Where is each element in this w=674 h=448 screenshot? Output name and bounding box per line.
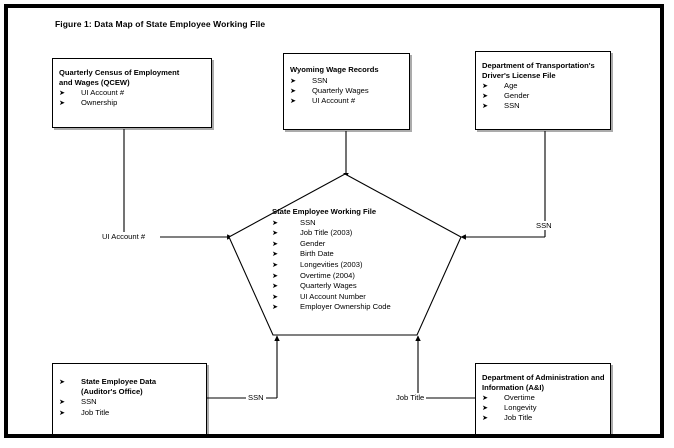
arrow-bullet-icon: ➤ <box>272 249 279 259</box>
arrow-bullet-icon: ➤ <box>482 81 489 90</box>
source-field-list-wyoming: ➤ SSN ➤ Quarterly Wages ➤ UI Account # <box>290 76 369 107</box>
field-label: SSN <box>300 217 316 227</box>
edge-label-qcew-to-center: UI Account # <box>100 232 148 241</box>
figure-frame <box>4 4 664 438</box>
field-label: Overtime <box>504 393 535 402</box>
central-node-content: State Employee Working File ➤ SSN ➤ Job Ti… <box>272 207 452 313</box>
source-title-wyoming: Wyoming Wage Records <box>290 65 379 74</box>
source-box-dot-drivers-license: Department of Transportation's Driver's … <box>475 51 611 130</box>
arrow-bullet-icon: ➤ <box>272 302 279 312</box>
list-item: ➤ UI Account Number <box>272 292 452 303</box>
field-label: Birth Date <box>300 249 334 259</box>
list-item: ➤ State Employee Data (Auditor's Office) <box>59 377 156 397</box>
source-field-list-dot: ➤ Age ➤ Gender ➤ SSN <box>482 81 529 112</box>
field-label: Longevities (2003) <box>300 259 363 269</box>
arrow-bullet-icon: ➤ <box>59 88 66 97</box>
arrow-bullet-icon: ➤ <box>59 377 66 386</box>
field-label: Longevity <box>504 403 537 413</box>
list-item: ➤ Quarterly Wages <box>272 281 452 292</box>
edge-label-dot-to-center: SSN <box>534 221 554 230</box>
arrow-bullet-icon: ➤ <box>272 291 279 301</box>
arrow-bullet-icon: ➤ <box>482 403 489 413</box>
field-label: UI Account # <box>312 96 356 106</box>
field-label: Overtime (2004) <box>300 270 355 280</box>
arrow-bullet-icon: ➤ <box>482 413 489 423</box>
list-item: ➤ Ownership <box>59 98 124 108</box>
list-item: ➤ SSN <box>272 218 452 229</box>
source-title-ai: Department of Administration and Informa… <box>482 373 605 392</box>
source-box-wyoming-wage-records: Wyoming Wage Records ➤ SSN ➤ Quarterly Wag… <box>283 53 410 130</box>
arrow-bullet-icon: ➤ <box>272 270 279 280</box>
edge-label-ai-to-center: Job Title <box>394 393 427 402</box>
list-item: ➤ Birth Date <box>272 249 452 260</box>
source-title-qcew: Quarterly Census of Employment and Wages… <box>59 68 180 87</box>
arrow-bullet-icon: ➤ <box>59 397 66 407</box>
arrow-bullet-icon: ➤ <box>59 407 66 417</box>
source-title-auditor: State Employee Data (Auditor's Office) <box>81 377 157 397</box>
list-item: ➤ Overtime <box>482 393 537 403</box>
arrow-bullet-icon: ➤ <box>272 217 279 227</box>
arrow-bullet-icon: ➤ <box>272 238 279 248</box>
list-item: ➤ Gender <box>482 91 529 101</box>
source-field-list-ai: ➤ Overtime ➤ Longevity ➤ Job Title <box>482 393 537 424</box>
source-field-list-auditor: ➤State Employee Data (Auditor's Office) … <box>59 377 156 418</box>
list-item: ➤ Longevity <box>482 403 537 413</box>
field-label: UI Account Number <box>300 291 366 301</box>
arrow-bullet-icon: ➤ <box>272 259 279 269</box>
field-label: Quarterly Wages <box>312 86 369 96</box>
edge-label-auditor-to-center: SSN <box>246 393 266 402</box>
list-item: ➤ UI Account # <box>290 96 369 106</box>
arrow-bullet-icon: ➤ <box>290 86 297 96</box>
central-pentagon-shape <box>228 173 462 336</box>
list-item: ➤ Quarterly Wages <box>290 86 369 96</box>
arrow-bullet-icon: ➤ <box>290 96 297 106</box>
field-label: Gender <box>300 238 326 248</box>
pentagon-outline <box>228 173 462 336</box>
list-item: ➤ Longevities (2003) <box>272 260 452 271</box>
field-label: Ownership <box>81 98 118 108</box>
source-box-qcew: Quarterly Census of Employment and Wages… <box>52 58 212 128</box>
source-title-dot: Department of Transportation's Driver's … <box>482 61 595 80</box>
field-label: Employer Ownership Code <box>300 302 391 312</box>
source-box-admin-and-information: Department of Administration and Informa… <box>475 363 611 435</box>
list-item: ➤ Gender <box>272 239 452 250</box>
list-item: ➤ Overtime (2004) <box>272 271 452 282</box>
source-box-state-employee-data-auditor: ➤State Employee Data (Auditor's Office) … <box>52 363 207 435</box>
field-label: SSN <box>504 101 520 111</box>
field-label: Job Title <box>504 413 533 423</box>
field-label: SSN <box>312 76 328 85</box>
arrow-bullet-icon: ➤ <box>482 101 489 111</box>
arrow-bullet-icon: ➤ <box>272 281 279 291</box>
list-item: ➤ Job Title (2003) <box>272 228 452 239</box>
arrow-bullet-icon: ➤ <box>482 393 489 402</box>
field-label: UI Account # <box>81 88 125 97</box>
field-label: Gender <box>504 91 530 101</box>
list-item: ➤ Job Title <box>59 408 156 418</box>
source-field-list-qcew: ➤ UI Account # ➤ Ownership <box>59 88 124 108</box>
central-node-title: State Employee Working File <box>272 207 377 216</box>
figure-caption: Figure 1: Data Map of State Employee Wor… <box>55 19 266 29</box>
arrow-bullet-icon: ➤ <box>59 98 66 108</box>
field-label: Quarterly Wages <box>300 281 357 291</box>
list-item: ➤ UI Account # <box>59 88 124 98</box>
list-item: ➤ Job Title <box>482 413 537 423</box>
field-label: Job Title <box>81 407 110 417</box>
list-item: ➤ Employer Ownership Code <box>272 302 452 313</box>
central-node-field-list: ➤ SSN ➤ Job Title (2003) ➤ Gender ➤ Birth Da… <box>272 218 452 313</box>
list-item: ➤ Age <box>482 81 529 91</box>
field-label: Age <box>504 81 518 90</box>
field-label: Job Title (2003) <box>300 228 353 238</box>
list-item: ➤ SSN <box>482 101 529 111</box>
arrow-bullet-icon: ➤ <box>482 91 489 101</box>
field-label: SSN <box>81 397 97 407</box>
arrow-bullet-icon: ➤ <box>290 76 297 85</box>
list-item: ➤ SSN <box>59 397 156 407</box>
arrow-bullet-icon: ➤ <box>272 228 279 238</box>
list-item: ➤ SSN <box>290 76 369 86</box>
